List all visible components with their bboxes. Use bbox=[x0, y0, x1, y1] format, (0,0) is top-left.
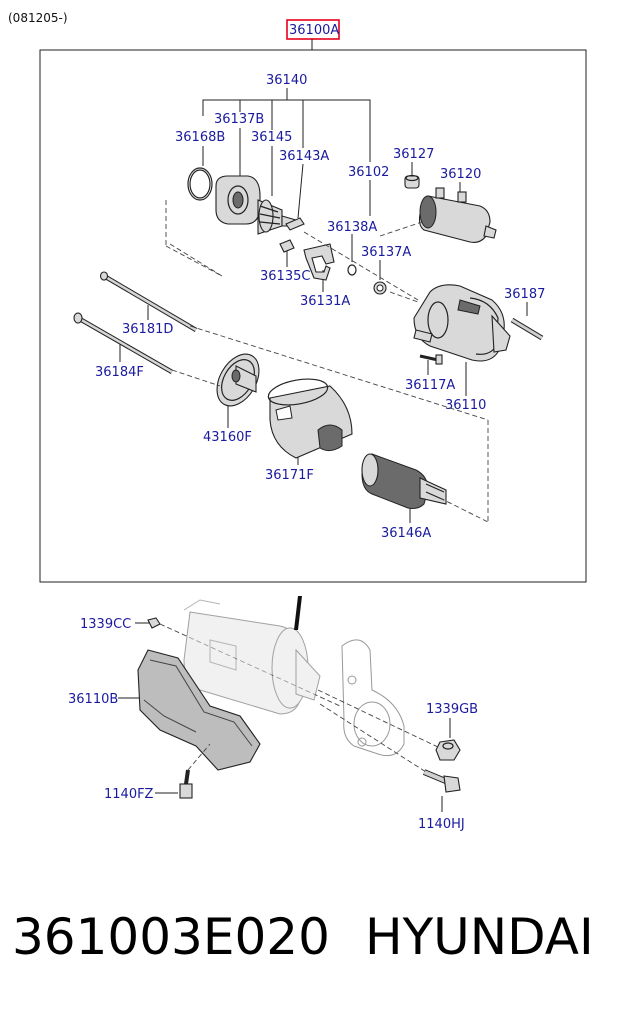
front-housing-part bbox=[413, 284, 511, 362]
label-36110[interactable]: 36110 bbox=[445, 398, 486, 413]
stud-bolt-part bbox=[510, 317, 544, 341]
exploded-view-svg: (081205-) 36100A 36140 36137B 36168B 361… bbox=[8, 11, 587, 832]
label-36145[interactable]: 36145 bbox=[251, 130, 292, 145]
label-36117A[interactable]: 36117A bbox=[405, 378, 455, 393]
label-1339GB[interactable]: 1339GB bbox=[426, 702, 478, 717]
label-36120[interactable]: 36120 bbox=[440, 167, 481, 182]
small-screw-part bbox=[419, 354, 443, 365]
label-36137A[interactable]: 36137A bbox=[361, 245, 411, 260]
label-36168B[interactable]: 36168B bbox=[175, 130, 225, 145]
label-36143A[interactable]: 36143A bbox=[279, 149, 329, 164]
label-43160F[interactable]: 43160F bbox=[203, 430, 252, 445]
label-36138A[interactable]: 36138A bbox=[327, 220, 377, 235]
heat-shield-part bbox=[137, 649, 261, 771]
date-code: (081205-) bbox=[8, 11, 68, 25]
label-36110B[interactable]: 36110B bbox=[68, 692, 118, 707]
engine-flange-ghost bbox=[341, 639, 405, 757]
label-1339CC[interactable]: 1339CC bbox=[80, 617, 131, 632]
cable-mark bbox=[294, 596, 302, 630]
footer: 361003E020 HYUNDAI bbox=[0, 900, 620, 980]
starter-motor-ghost bbox=[183, 599, 321, 715]
label-36135C[interactable]: 36135C bbox=[260, 269, 310, 284]
bolt-1140FZ-part bbox=[179, 769, 193, 799]
nut-1339CC-part bbox=[147, 617, 161, 629]
label-1140HJ[interactable]: 1140HJ bbox=[418, 817, 465, 832]
pin-part bbox=[279, 239, 295, 253]
gear-housing-part bbox=[215, 175, 261, 225]
o-ring-part bbox=[187, 167, 213, 201]
label-36184F[interactable]: 36184F bbox=[95, 365, 144, 380]
long-bolt-part bbox=[73, 312, 174, 374]
cap-part bbox=[404, 174, 420, 189]
retainer-part bbox=[285, 217, 305, 231]
shift-lever-part bbox=[303, 243, 335, 281]
armature-part bbox=[361, 453, 447, 509]
brand-name: HYUNDAI bbox=[365, 908, 594, 966]
nut-1339GB-part bbox=[435, 739, 461, 761]
pinion-gear-part bbox=[257, 199, 297, 235]
through-bolt-part bbox=[99, 271, 198, 332]
label-36171F[interactable]: 36171F bbox=[265, 468, 314, 483]
yoke-part bbox=[267, 378, 353, 459]
main-part-highlight bbox=[286, 19, 340, 40]
part-number: 361003E020 bbox=[12, 908, 330, 966]
solenoid-part bbox=[418, 187, 497, 243]
label-36127[interactable]: 36127 bbox=[393, 147, 434, 162]
bolt-1140HJ-part bbox=[422, 769, 461, 793]
assembly-frame bbox=[39, 49, 587, 583]
label-36102[interactable]: 36102 bbox=[348, 165, 389, 180]
label-36181D[interactable]: 36181D bbox=[122, 322, 173, 337]
label-36187[interactable]: 36187 bbox=[504, 287, 545, 302]
label-1140FZ[interactable]: 1140FZ bbox=[104, 787, 154, 802]
label-36131A[interactable]: 36131A bbox=[300, 294, 350, 309]
washer-part bbox=[347, 264, 357, 276]
label-36140[interactable]: 36140 bbox=[266, 73, 307, 88]
end-plate-part bbox=[216, 353, 260, 407]
label-36146A[interactable]: 36146A bbox=[381, 526, 431, 541]
label-36100A[interactable]: 36100A bbox=[289, 23, 339, 38]
label-36137B[interactable]: 36137B bbox=[214, 112, 264, 127]
